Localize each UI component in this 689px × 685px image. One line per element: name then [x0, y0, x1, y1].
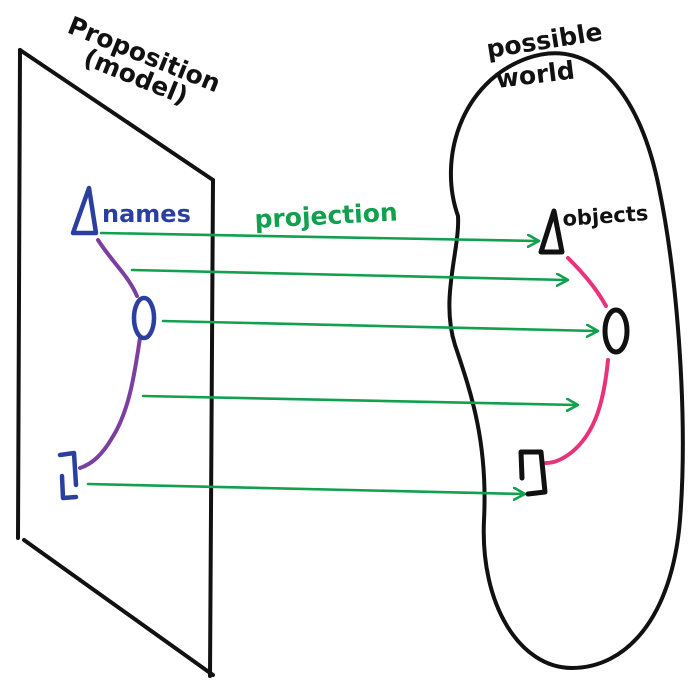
model-link-triangle-circle: [96, 238, 139, 298]
world-symbols: [518, 208, 630, 497]
world-links: [544, 256, 610, 465]
triangle-icon: [538, 208, 565, 255]
circle-icon: [602, 307, 630, 355]
circle-icon: [131, 295, 157, 341]
names-label: names: [102, 200, 191, 228]
world-link-triangle-circle: [566, 256, 608, 308]
plane-left-edge: [16, 48, 22, 540]
model-symbols: [57, 185, 157, 501]
projection-arrow-5: [86, 482, 524, 494]
bracket-icon: [57, 450, 79, 501]
possible-label: possible: [484, 17, 604, 64]
projection-arrows: [86, 231, 597, 494]
plane-top-edge: [18, 48, 215, 182]
world-label: world: [494, 56, 576, 94]
model-link-circle-bracket: [78, 336, 142, 470]
projection-arrow-2: [130, 268, 567, 280]
proposition-plane: [16, 48, 215, 678]
triangle-icon: [70, 185, 99, 236]
projection-arrow-3: [161, 319, 597, 331]
bracket-icon: [518, 449, 548, 497]
plane-bottom-edge: [22, 538, 215, 677]
possible-world-boundary: [447, 51, 685, 670]
plane-right-edge: [208, 178, 215, 678]
projection-arrow-4: [141, 394, 577, 405]
projection-arrow-1: [99, 231, 538, 241]
world-link-circle-bracket: [544, 358, 610, 465]
model-links: [78, 238, 142, 470]
projection-label: projection: [254, 198, 399, 234]
objects-label: objects: [562, 201, 649, 231]
